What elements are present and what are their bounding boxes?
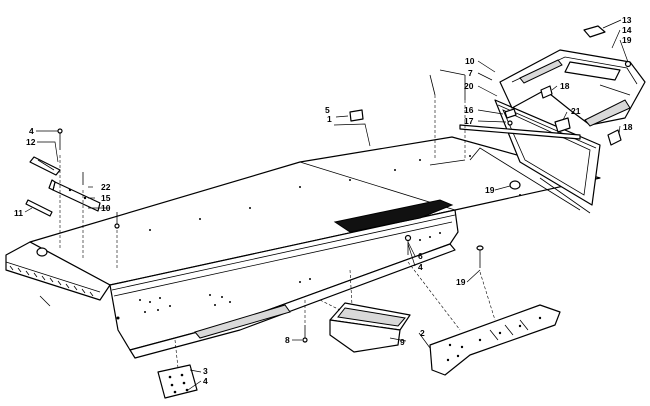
callout-19-mid: 19 [485,185,495,195]
callout-7: 7 [468,68,473,78]
side-bracket-2 [429,304,561,376]
callout-2: 2 [420,328,425,338]
callout-4-bottom: 4 [203,376,208,386]
callout-16: 16 [464,105,474,115]
tunnel [5,136,601,359]
callout-1: 1 [327,114,332,124]
mud-flap-3 [157,364,198,399]
callout-22: 22 [101,182,111,192]
callout-5: 5 [325,105,330,115]
callout-4-mid: 4 [418,262,423,272]
callout-17: 17 [464,116,474,126]
callout-20: 20 [464,81,474,91]
callout-11: 11 [14,208,23,218]
callout-4-top: 4 [29,126,34,136]
callout-10-left: 10 [101,203,111,213]
leader-lines [24,19,629,391]
callout-15: 15 [101,193,111,203]
callout-6: 6 [418,251,423,261]
callout-12: 12 [26,137,36,147]
bracket-15 [48,179,101,212]
callout-13: 13 [622,15,632,25]
callout-14: 14 [622,25,632,35]
callout-3: 3 [203,366,208,376]
callout-18-top: 18 [560,81,570,91]
side-rivets [116,232,441,320]
callout-8: 8 [285,335,290,345]
callout-9: 9 [400,337,405,347]
bracket-12 [29,156,61,176]
footrest-9 [329,302,411,353]
rear-bumper [499,49,646,127]
callout-10-right: 10 [465,56,475,66]
callout-18-right: 18 [623,122,633,132]
decal-5 [349,109,364,122]
callout-19-bottom: 19 [456,277,466,287]
callout-21: 21 [571,106,581,116]
strip-11 [25,199,53,217]
callout-19-top: 19 [622,35,632,45]
decal-13 [583,25,606,38]
callout-labels: 5 1 4 12 22 15 10 11 10 7 20 16 17 13 14… [14,15,633,386]
